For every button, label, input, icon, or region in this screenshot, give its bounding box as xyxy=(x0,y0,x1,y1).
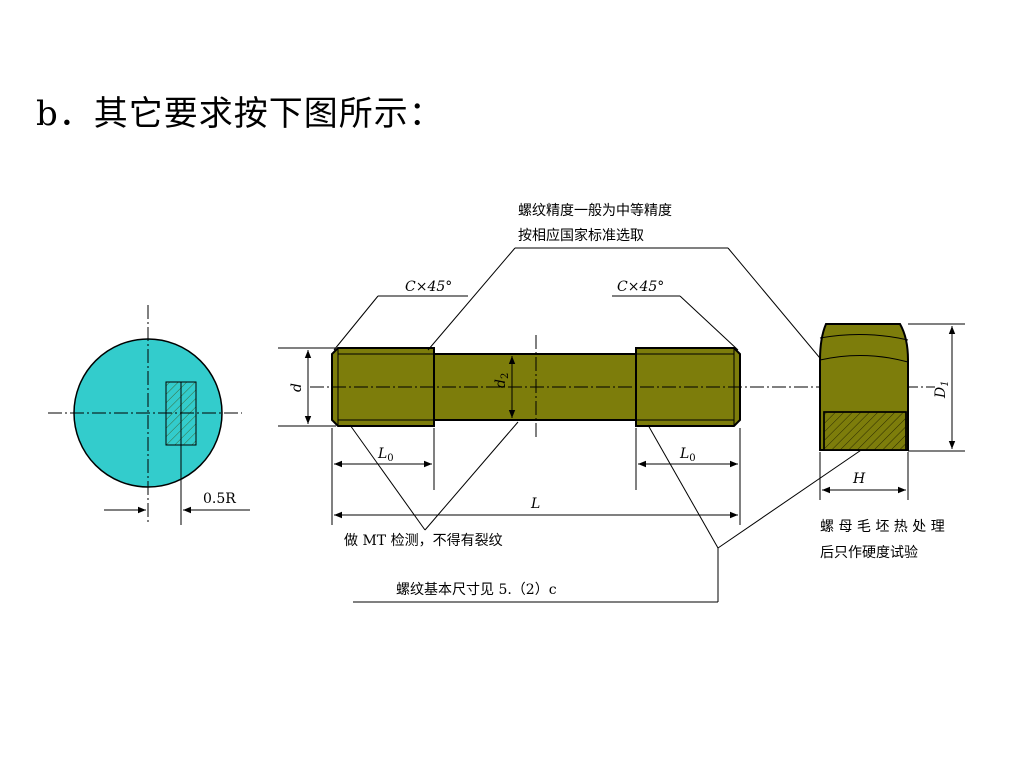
nut-note-line2: 后只作硬度试验 xyxy=(820,545,918,561)
dim-l0-left-label: L0 xyxy=(377,446,394,464)
dim-h-label: H xyxy=(852,471,866,487)
thread-precision-line2: 按相应国家标准选取 xyxy=(518,227,644,244)
page-heading: b．其它要求按下图所示： xyxy=(36,94,444,134)
mt-test-label: 做 MT 检测，不得有裂纹 xyxy=(344,532,503,549)
dim-lengths: L0 L0 L xyxy=(331,428,741,525)
nut-note-line1: 螺 母 毛 坯 热 处 理 xyxy=(820,519,945,535)
thread-size-callout: 螺纹基本尺寸见 5.（2）c xyxy=(353,424,871,603)
dim-l-label: L xyxy=(530,496,540,512)
dim-d2-label: d2 xyxy=(493,373,511,388)
nut-view: D1 H 螺 母 毛 坯 热 处 理 后只作硬度试验 xyxy=(819,323,965,561)
thread-precision-callout: 螺纹精度一般为中等精度 按相应国家标准选取 xyxy=(427,202,866,413)
dim-d1-label: D1 xyxy=(933,380,951,399)
dim-d: d xyxy=(278,347,336,427)
dim-d2: d2 xyxy=(493,356,516,418)
cross-section-view: 0.5R xyxy=(48,305,250,525)
dim-d-label: d xyxy=(289,383,305,392)
dim-l0-right-label: L0 xyxy=(679,446,696,464)
bolt-view xyxy=(310,335,935,440)
chamfer-callouts: C×45° C×45° xyxy=(333,279,739,351)
chamfer-right-label: C×45° xyxy=(617,279,664,295)
thread-size-label: 螺纹基本尺寸见 5.（2）c xyxy=(396,581,557,598)
chamfer-left-label: C×45° xyxy=(405,279,452,295)
dim-05r-label: 0.5R xyxy=(203,491,236,507)
thread-precision-line1: 螺纹精度一般为中等精度 xyxy=(518,202,672,219)
mt-test-callout: 做 MT 检测，不得有裂纹 xyxy=(344,421,519,549)
